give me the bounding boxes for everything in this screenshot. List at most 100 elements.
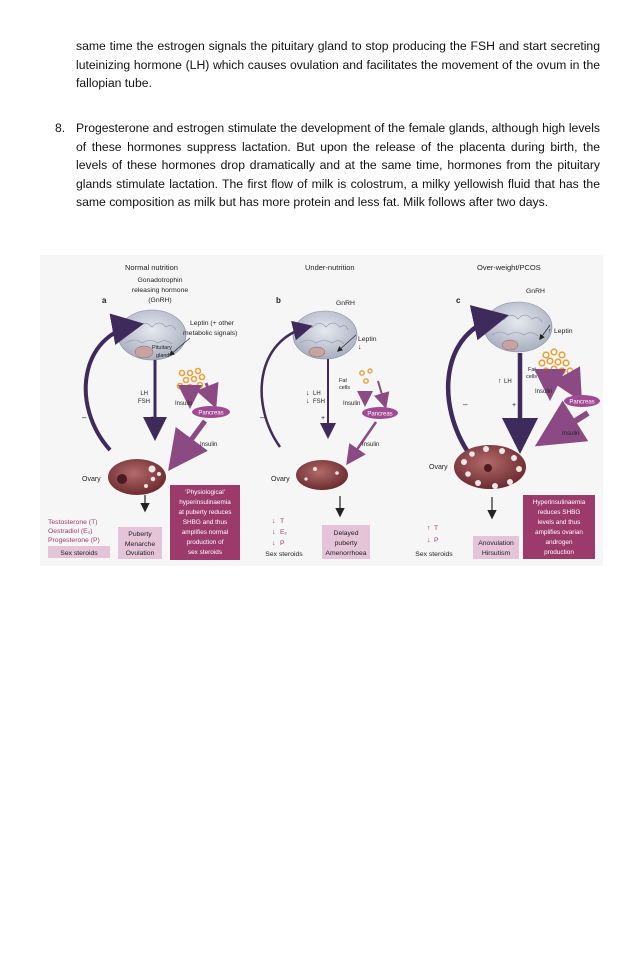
panel-c-lh: LH: [504, 379, 512, 385]
panel-a-title: Normal nutrition: [125, 263, 178, 272]
panel-a-minus: –: [82, 413, 87, 422]
hyperinsulinaemia-box-c: [523, 495, 595, 559]
pituitary-a: [134, 345, 154, 359]
sex-steroids-box-c: [408, 547, 460, 559]
panel-b-insulin-top: Insulin: [343, 401, 360, 407]
panel-a-steroid-p: Progesterone (P): [48, 537, 100, 544]
outcome-box-a: [118, 527, 162, 559]
panel-c-insulin-bottom: Insulin: [562, 431, 579, 437]
sex-steroids-box-b: [258, 547, 310, 559]
panel-b-plus: +: [321, 415, 325, 422]
panel-a-leptin-1: Leptin (+ other: [190, 320, 235, 327]
panel-c-ovary-label: Ovary: [429, 464, 448, 471]
ovary-c-follicles: [461, 446, 522, 489]
panel-c-plus: +: [512, 402, 516, 409]
pancreas-a: [192, 406, 230, 418]
svg-text:↓: ↓: [272, 540, 276, 547]
svg-text:↓: ↓: [427, 537, 431, 544]
hyper-c-3: levels and thus: [538, 519, 581, 526]
panel-b-letter: b: [276, 296, 281, 305]
hyper-a-3: at puberty reduces: [179, 509, 232, 516]
panel-a: Normal nutrition a Gonadotrophin releasi…: [48, 263, 240, 560]
list-number: 8.: [55, 121, 66, 135]
panel-b-fsh: FSH: [313, 399, 325, 405]
hyper-c-5: androgen: [545, 539, 572, 546]
panel-a-pituitary-2: gland: [156, 353, 169, 359]
panel-c-title: Over-weight/PCOS: [477, 263, 541, 272]
panel-a-outcome-1: Puberty: [128, 531, 152, 538]
outcome-box-c: [473, 536, 519, 559]
sex-steroids-box-a: [48, 546, 110, 558]
panel-b-ovary-label: Ovary: [271, 476, 290, 483]
svg-text:↓: ↓: [272, 529, 276, 536]
panel-b-sex-steroids: Sex steroids: [265, 551, 303, 558]
panel-c-steroid-t: T: [434, 525, 438, 532]
paragraph-continuation: same time the estrogen signals the pitui…: [76, 39, 600, 91]
panel-b-leptin: Leptin: [358, 336, 377, 343]
panel-a-letter: a: [102, 296, 107, 305]
panel-c: Over-weight/PCOS c GnRH ↑ Leptin ↑ LH – …: [408, 263, 600, 559]
panel-b-steroid-p: P: [280, 540, 285, 547]
hyper-a-2: hyperinsulinaemia: [179, 499, 231, 506]
panel-b-fat-2: cells: [339, 385, 350, 391]
panel-c-pancreas: Pancreas: [569, 400, 594, 406]
panel-a-pituitary-1: Pituitary: [152, 345, 172, 351]
svg-text:↓: ↓: [306, 398, 310, 405]
panel-a-gnrh-3: (GnRH): [148, 297, 171, 304]
panel-a-sex-steroids: Sex steroids: [60, 550, 98, 557]
panel-b-pancreas: Pancreas: [367, 412, 392, 418]
panel-a-fsh: FSH: [138, 399, 150, 405]
panel-a-insulin-top: Insulin: [175, 401, 192, 407]
panel-b-minus: –: [260, 413, 265, 422]
panel-c-fat-1: Fat: [528, 367, 536, 373]
panel-a-outcome-3: Ovulation: [126, 550, 155, 557]
panel-b-gnrh: GnRH: [336, 300, 355, 307]
svg-text:↓: ↓: [358, 344, 362, 351]
panel-c-sex-steroids: Sex steroids: [415, 551, 453, 558]
panel-b-outcome-3: Amenorrhoea: [325, 550, 366, 557]
panel-b-outcome-1: Delayed: [334, 530, 359, 537]
svg-text:↑: ↑: [427, 525, 431, 532]
hyper-a-4: SHBG and thus: [183, 519, 227, 526]
panel-b-fat-1: Fat: [339, 378, 347, 384]
hyper-a-5: amplifies normal: [182, 529, 229, 536]
panel-c-steroid-p: P: [434, 537, 439, 544]
panel-c-insulin-top: Insulin: [535, 389, 552, 395]
panel-c-outcome-1: Anovulation: [478, 540, 514, 547]
outcome-box-b: [322, 525, 370, 559]
panel-b-lh: LH: [313, 391, 321, 397]
svg-text:↓: ↓: [272, 518, 276, 525]
svg-text:↑: ↑: [548, 328, 552, 335]
panel-b-outcome-2: puberty: [335, 540, 358, 547]
pancreas-b: [362, 407, 398, 419]
fat-cells-c: [538, 348, 574, 382]
hyper-c-4: amplifies ovarian: [535, 529, 583, 536]
panel-a-gnrh-2: releasing hormone: [132, 287, 189, 294]
pituitary-c: [501, 339, 519, 351]
hyper-c-2: reduces SHBG: [538, 509, 581, 516]
fat-cells-a: [176, 367, 206, 391]
panel-a-plus: +: [150, 415, 154, 422]
panel-a-insulin-bottom: Insulin: [200, 442, 217, 448]
hyper-a-6: production of: [187, 539, 224, 546]
list-item-8-text: Progesterone and estrogen stimulate the …: [76, 121, 600, 210]
panel-a-gnrh-1: Gonadotrophin: [138, 277, 183, 284]
panel-a-steroid-e2: Oestradiol (E₂): [48, 528, 93, 535]
panel-a-leptin-2: metabolic signals): [183, 330, 237, 337]
panel-a-steroid-t: Testosterone (T): [48, 519, 97, 526]
panel-c-letter: c: [456, 296, 461, 305]
panel-a-lh: LH: [140, 391, 148, 397]
hyper-a-1: 'Physiological': [185, 489, 225, 496]
hyperinsulinaemia-box-a: [170, 485, 240, 560]
panel-a-outcome-2: Menarche: [125, 541, 155, 548]
panel-c-fat-2: cells: [526, 374, 537, 380]
hormone-diagram: Normal nutrition a Gonadotrophin releasi…: [48, 263, 600, 560]
ovary-b: [296, 460, 348, 490]
panel-c-gnrh: GnRH: [526, 288, 545, 295]
panel-b-steroid-t: T: [280, 518, 284, 525]
hyper-a-7: sex steroids: [188, 549, 222, 556]
svg-text:↓: ↓: [306, 390, 310, 397]
panel-c-leptin: Leptin: [554, 328, 573, 335]
hyper-c-6: production: [544, 549, 574, 556]
hyper-c-1: Hyperinsulinaemia: [533, 499, 586, 506]
